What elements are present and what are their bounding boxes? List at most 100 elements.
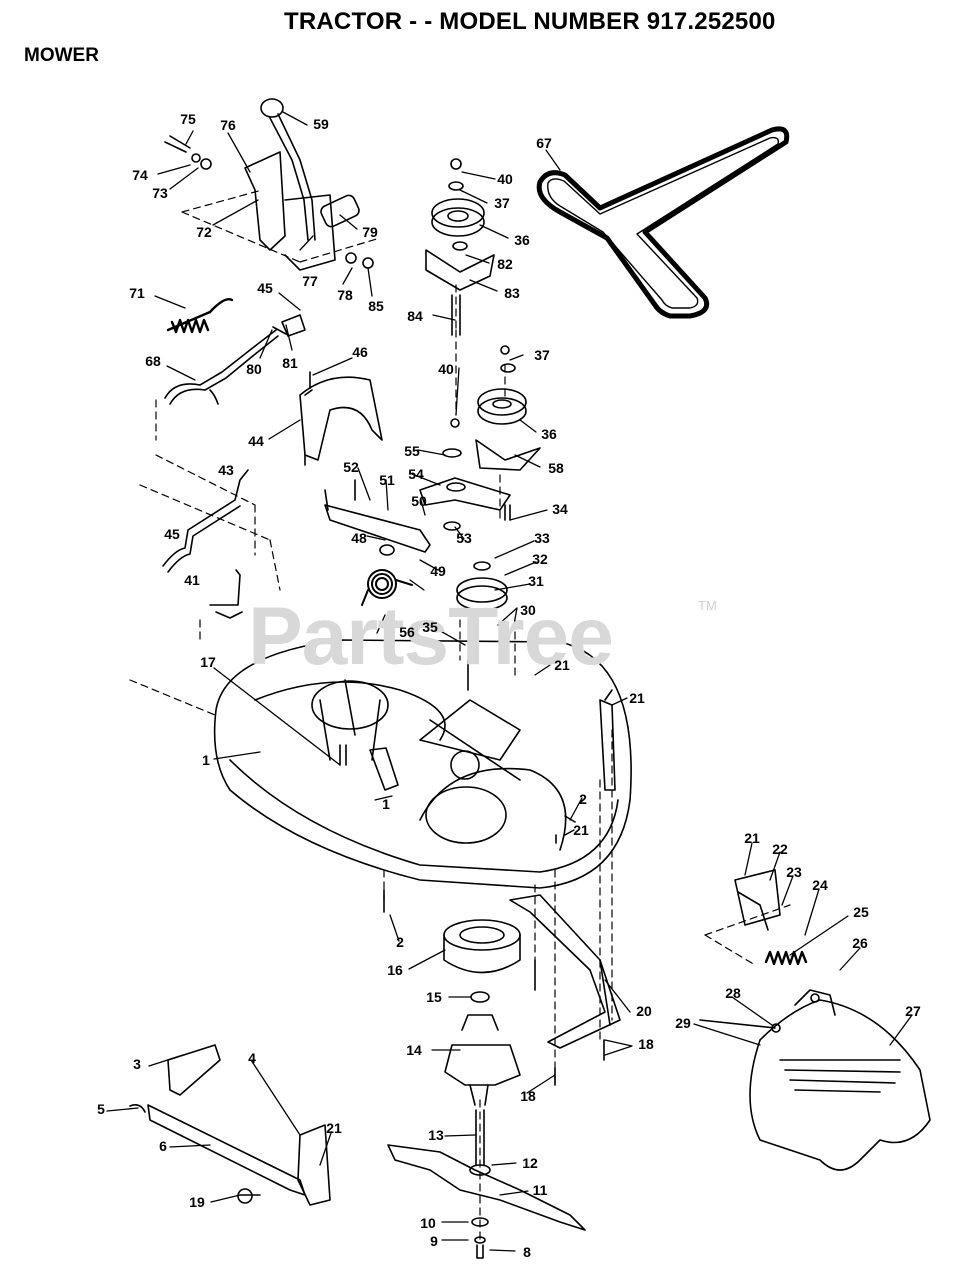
callout-label: 2 — [579, 791, 587, 807]
callout-label: 67 — [536, 135, 552, 151]
callout-label: 43 — [218, 462, 234, 478]
watermark: PartsTree — [248, 591, 614, 682]
callout-label: 49 — [430, 563, 446, 579]
page-title: TRACTOR - - MODEL NUMBER 917.252500 — [284, 8, 776, 35]
drive-belt-inner — [547, 136, 780, 309]
callout-label: 83 — [504, 285, 520, 301]
callout-label: 81 — [282, 355, 298, 371]
callout-label: 9 — [430, 1233, 438, 1249]
callout-label: 82 — [497, 256, 513, 272]
rear-link — [509, 894, 621, 1049]
callout-label: 59 — [313, 116, 329, 132]
callout-label: 21 — [629, 690, 645, 706]
control-lever-assembly — [164, 98, 374, 337]
callout-label: 44 — [248, 433, 264, 449]
spindle-assembly — [443, 919, 521, 1176]
callout-label: 6 — [159, 1138, 167, 1154]
callout-label: 74 — [132, 167, 148, 183]
lift-linkage — [162, 329, 279, 619]
callout-label: 50 — [411, 493, 427, 509]
callout-label: 37 — [494, 195, 510, 211]
callout-label: 45 — [164, 526, 180, 542]
mower-deck — [213, 639, 632, 889]
callout-label: 58 — [548, 460, 564, 476]
callout-label: 2 — [396, 934, 404, 950]
section-label: MOWER — [24, 45, 99, 66]
callout-label: 26 — [852, 935, 868, 951]
callout-label: 28 — [725, 985, 741, 1001]
callout-label: 51 — [379, 472, 395, 488]
callout-label: 5 — [97, 1101, 105, 1117]
callout-label: 53 — [456, 530, 472, 546]
callout-label: 11 — [532, 1182, 548, 1198]
springs — [166, 298, 808, 966]
callout-label: 56 — [399, 624, 415, 640]
callout-label: 20 — [636, 1003, 652, 1019]
callout-label: 27 — [905, 1003, 921, 1019]
callout-label: 36 — [514, 232, 530, 248]
callout-label: 10 — [420, 1215, 436, 1231]
callout-label: 41 — [184, 572, 200, 588]
callout-label: 23 — [786, 864, 802, 880]
callout-label: 68 — [145, 353, 161, 369]
callout-label: 32 — [532, 551, 548, 567]
callout-label: 55 — [404, 443, 420, 459]
callout-label: 84 — [407, 308, 423, 324]
callout-label: 46 — [352, 344, 368, 360]
callout-label: 13 — [428, 1127, 444, 1143]
callout-label: 52 — [343, 459, 359, 475]
callout-label: 80 — [246, 361, 262, 377]
callout-label: 19 — [189, 1194, 205, 1210]
drive-belt — [536, 126, 790, 319]
callout-label: 16 — [387, 962, 403, 978]
watermark-trademark: TM — [698, 598, 717, 613]
callout-label: 18 — [520, 1088, 536, 1104]
mower-blade — [387, 1144, 586, 1259]
callout-label: 79 — [362, 224, 378, 240]
callout-label: 45 — [257, 280, 273, 296]
callout-label: 54 — [408, 466, 424, 482]
callout-label: 40 — [497, 171, 513, 187]
callout-label: 40 — [438, 361, 454, 377]
torsion-spring — [361, 569, 413, 606]
callout-label: 36 — [541, 426, 557, 442]
callout-label: 72 — [196, 224, 212, 240]
lift-arms-lower — [129, 1044, 331, 1206]
pulleys — [419, 158, 541, 611]
callout-label: 30 — [520, 602, 536, 618]
callout-label: 78 — [337, 287, 353, 303]
callout-label: 34 — [552, 501, 568, 517]
callout-label: 18 — [638, 1036, 654, 1052]
belt-guard — [299, 376, 383, 466]
callout-label: 21 — [573, 822, 589, 838]
callout-label: 22 — [772, 841, 788, 857]
callout-label: 15 — [426, 989, 442, 1005]
idler-bracket — [324, 489, 431, 556]
callout-label: 29 — [675, 1015, 691, 1031]
callout-label: 24 — [812, 877, 828, 893]
callout-label: 71 — [129, 285, 145, 301]
discharge-chute — [699, 869, 931, 1171]
callout-label: 31 — [528, 573, 544, 589]
callout-label: 1 — [202, 752, 210, 768]
callout-label: 75 — [180, 111, 196, 127]
callout-label: 37 — [534, 347, 550, 363]
callout-label: 48 — [351, 530, 367, 546]
hardware-bolts — [309, 371, 613, 1086]
callout-label: 3 — [133, 1056, 141, 1072]
callout-label: 14 — [406, 1042, 422, 1058]
callout-label: 33 — [534, 530, 550, 546]
callout-label: 8 — [523, 1244, 531, 1260]
callout-label: 25 — [853, 904, 869, 920]
callout-label: 4 — [248, 1050, 256, 1066]
callout-label: 21 — [554, 657, 570, 673]
callout-label: 35 — [422, 619, 438, 635]
callout-label: 73 — [152, 185, 168, 201]
callout-label: 77 — [302, 273, 318, 289]
callout-label: 21 — [326, 1120, 342, 1136]
callout-label: 76 — [220, 117, 236, 133]
callout-label: 12 — [522, 1155, 538, 1171]
callout-label: 1 — [382, 796, 390, 812]
